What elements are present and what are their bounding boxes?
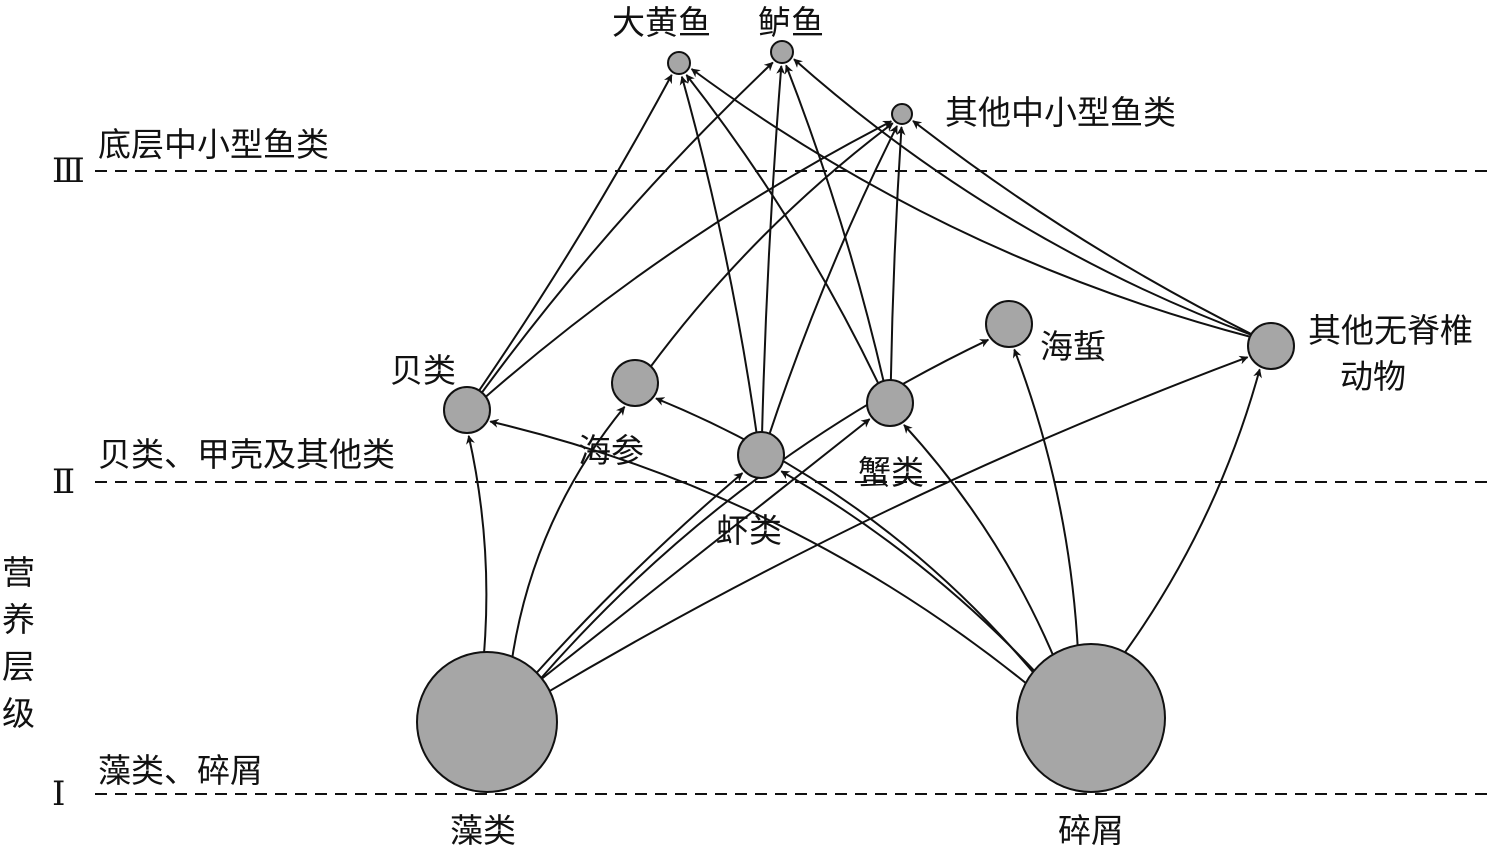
edge-algae-to-seaworm [533, 338, 990, 687]
edge-otherinv-to-croaker [690, 68, 1254, 339]
edge-algae-to-otherinv [540, 355, 1249, 698]
edge-shellfish-to-perch [479, 61, 774, 396]
node-algae [416, 651, 558, 793]
y-axis-char-0: 营 [2, 553, 35, 592]
level-II-label: 贝类、甲壳及其他类 [98, 435, 395, 474]
edge-detritus-to-otherinv [1117, 368, 1262, 662]
nodes-layer [416, 40, 1295, 793]
y-axis-char-2: 层 [2, 647, 35, 686]
edges-layer [466, 58, 1262, 698]
edge-algae-to-crab [533, 418, 871, 686]
level-I-label: 藻类、碎屑 [98, 751, 263, 790]
edge-shrimp-to-perch [761, 65, 786, 436]
node-croaker [667, 51, 691, 75]
edge-crab-to-otherfish [889, 126, 906, 384]
node-seaworm [985, 300, 1033, 348]
edge-algae-to-shellfish [466, 435, 488, 663]
y-axis-char-1: 养 [2, 600, 35, 639]
node-shrimp [737, 431, 785, 479]
label-croaker: 大黄鱼 [612, 3, 711, 42]
node-detritus [1016, 643, 1166, 793]
node-seacucumber [611, 359, 659, 407]
node-otherfish [891, 103, 913, 125]
label-seaworm: 海蜇 [1040, 327, 1106, 366]
edge-otherinv-to-otherfish [912, 120, 1255, 337]
edge-seacucumber-to-otherfish [647, 122, 894, 370]
edge-detritus-to-shellfish [489, 418, 1036, 691]
edge-shrimp-to-otherfish [767, 125, 898, 438]
label-shrimp: 虾类 [716, 511, 782, 550]
edge-otherinv-to-perch [793, 58, 1255, 337]
label-otherinv: 其他无脊椎 动物 [1308, 311, 1484, 396]
label-perch: 鲈鱼 [758, 3, 824, 42]
edge-shrimp-to-croaker [679, 75, 758, 437]
label-otherfish: 其他中小型鱼类 [945, 93, 1176, 132]
y-axis-char-3: 级 [2, 694, 35, 733]
edge-crab-to-croaker [685, 74, 881, 387]
level-II-roman: Ⅱ [52, 464, 75, 501]
label-algae: 藻类 [450, 811, 516, 849]
label-detritus: 碎屑 [1058, 811, 1124, 849]
edge-crab-to-perch [784, 64, 886, 385]
level-III-roman: Ⅲ [52, 153, 85, 190]
edge-shellfish-to-croaker [476, 74, 673, 394]
level-III-label: 底层中小型鱼类 [98, 125, 329, 164]
label-seacucumber: 海参 [578, 431, 644, 470]
edge-algae-to-shrimp [528, 472, 744, 682]
label-shellfish: 贝类 [390, 351, 456, 390]
node-otherinv [1247, 322, 1295, 370]
edge-detritus-to-seacucumber [655, 397, 1042, 682]
node-perch [770, 40, 794, 64]
edge-shellfish-to-otherfish [482, 120, 893, 400]
edge-detritus-to-crab [903, 424, 1059, 666]
node-crab [866, 379, 914, 427]
edge-detritus-to-shrimp [780, 470, 1043, 680]
edge-algae-to-seacucumber [509, 406, 626, 668]
node-shellfish [443, 386, 491, 434]
edge-detritus-to-seaworm [1012, 348, 1080, 657]
level-I-roman: Ⅰ [52, 776, 65, 813]
label-crab: 蟹类 [858, 453, 924, 492]
